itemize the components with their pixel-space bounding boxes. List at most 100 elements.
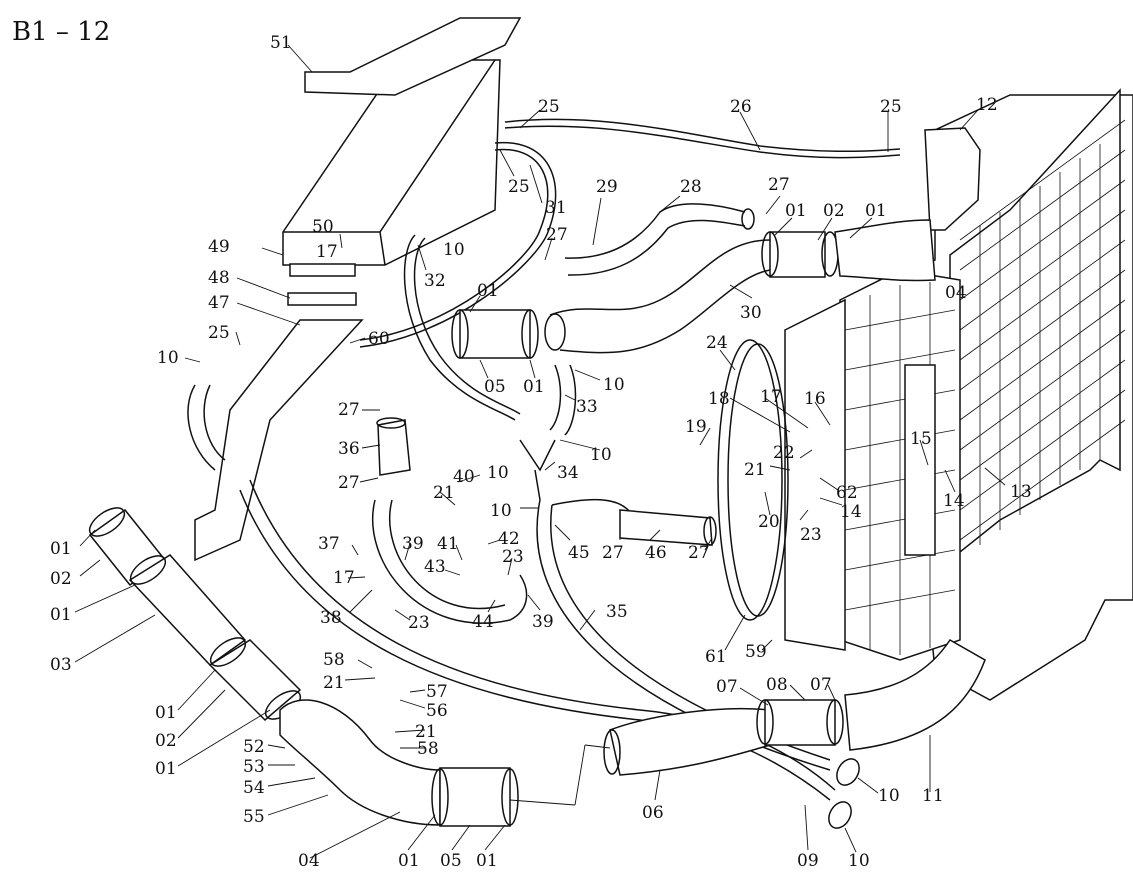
label-48: 48: [208, 268, 230, 288]
label-57: 57: [426, 682, 448, 702]
pipe-30: [544, 239, 771, 354]
label-25: 25: [508, 177, 530, 197]
label-01: 01: [865, 201, 887, 221]
expansion-tank: [282, 59, 501, 266]
label-24: 24: [706, 333, 728, 353]
label-45: 45: [568, 543, 590, 563]
label-58: 58: [417, 739, 439, 759]
label-14: 14: [943, 491, 965, 511]
label-15: 15: [910, 429, 932, 449]
pipe-28: [564, 203, 755, 276]
label-01: 01: [476, 851, 498, 871]
label-01: 01: [50, 539, 72, 559]
label-27: 27: [602, 543, 624, 563]
hose-26: [504, 118, 901, 159]
label-03: 03: [50, 655, 72, 675]
label-09: 09: [797, 851, 819, 871]
hose-05-top: [451, 309, 539, 359]
pipe-01-02-top: [761, 219, 936, 282]
label-33: 33: [576, 397, 598, 417]
label-01: 01: [785, 201, 807, 221]
label-06: 06: [642, 803, 664, 823]
label-21: 21: [323, 673, 345, 693]
label-25: 25: [208, 323, 230, 343]
label-60: 60: [368, 329, 390, 349]
label-34: 34: [557, 463, 579, 483]
label-25: 25: [538, 97, 560, 117]
hose-36: [376, 417, 411, 476]
label-10: 10: [487, 463, 509, 483]
label-61: 61: [705, 647, 727, 667]
label-27: 27: [338, 473, 360, 493]
label-02: 02: [823, 201, 845, 221]
label-11: 11: [922, 786, 944, 806]
label-54: 54: [243, 778, 265, 798]
label-01: 01: [523, 377, 545, 397]
label-10: 10: [157, 348, 179, 368]
label-36: 36: [338, 439, 360, 459]
label-16: 16: [804, 389, 826, 409]
label-17: 17: [316, 242, 338, 262]
label-51: 51: [270, 33, 292, 53]
pad-48: [287, 292, 357, 306]
label-10: 10: [848, 851, 870, 871]
label-43: 43: [424, 557, 446, 577]
label-04: 04: [945, 283, 967, 303]
label-42: 42: [498, 529, 520, 549]
hose-39: [372, 499, 528, 624]
label-27: 27: [338, 400, 360, 420]
radiator-assembly: [717, 88, 1133, 701]
label-21: 21: [744, 460, 766, 480]
label-58: 58: [323, 650, 345, 670]
label-27: 27: [546, 225, 568, 245]
label-01: 01: [155, 703, 177, 723]
label-02: 02: [50, 569, 72, 589]
label-23: 23: [800, 525, 822, 545]
label-13: 13: [1010, 482, 1032, 502]
label-10: 10: [443, 240, 465, 260]
hose-33-34: [519, 364, 577, 501]
label-31: 31: [545, 198, 567, 218]
label-56: 56: [426, 701, 448, 721]
hose-10-left: [187, 384, 226, 471]
pipe-07-08-11: [756, 639, 986, 751]
bracket-47: [194, 319, 364, 562]
label-37: 37: [318, 534, 340, 554]
label-35: 35: [606, 602, 628, 622]
label-47: 47: [208, 293, 230, 313]
label-18: 18: [708, 389, 730, 409]
label-38: 38: [320, 608, 342, 628]
label-01: 01: [50, 605, 72, 625]
label-26: 26: [730, 97, 752, 117]
label-39: 39: [402, 534, 424, 554]
radiator-mesh: [959, 119, 1126, 545]
label-59: 59: [745, 642, 767, 662]
label-27: 27: [768, 175, 790, 195]
label-05: 05: [484, 377, 506, 397]
label-23: 23: [502, 547, 524, 567]
page-title: B1 – 12: [12, 17, 110, 47]
leader-lines: [74, 44, 1006, 859]
intercooler-mesh: [844, 282, 956, 655]
label-19: 19: [685, 417, 707, 437]
part-labels: 51 25 26 25 12 25 31 29 28 27 01 02 01 0…: [50, 33, 1032, 871]
label-01: 01: [477, 281, 499, 301]
label-10: 10: [878, 786, 900, 806]
label-04: 04: [298, 851, 320, 871]
label-01: 01: [155, 759, 177, 779]
label-49: 49: [208, 237, 230, 257]
label-08: 08: [766, 675, 788, 695]
label-27: 27: [688, 543, 710, 563]
elbow-04: [279, 699, 519, 827]
label-05: 05: [440, 851, 462, 871]
label-21: 21: [433, 483, 455, 503]
label-20: 20: [758, 512, 780, 532]
label-40: 40: [453, 467, 475, 487]
hose-31: [359, 141, 557, 348]
label-17: 17: [760, 387, 782, 407]
label-32: 32: [424, 271, 446, 291]
pipe-03-assembly: [88, 507, 302, 722]
label-07: 07: [716, 677, 738, 697]
label-29: 29: [596, 177, 618, 197]
